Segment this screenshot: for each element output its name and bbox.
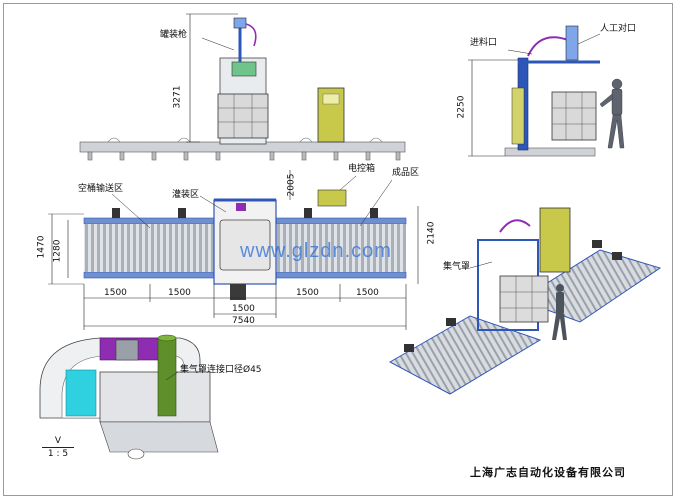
side-inlet-pipe xyxy=(527,36,569,57)
dim-total-width: 2140 xyxy=(426,221,437,245)
dim-side-height: 2250 xyxy=(456,95,467,119)
scale-divider xyxy=(42,447,74,448)
plan-filling-head xyxy=(230,284,246,300)
front-ibc-tank xyxy=(217,93,269,139)
dim-seg5: 1500 xyxy=(356,288,379,298)
detail-gray-block xyxy=(115,339,139,361)
label-inlet: 进料口 xyxy=(470,38,498,48)
iso-purple-pipe xyxy=(499,219,531,233)
leader-filling-area xyxy=(199,195,227,213)
dim-seg-center: 1500 xyxy=(232,304,255,314)
side-ibc-grid xyxy=(552,92,596,140)
front-view xyxy=(79,13,406,161)
leader-empty-conveyor xyxy=(111,193,151,229)
front-control-panel xyxy=(322,93,340,105)
label-filling-area: 灌装区 xyxy=(172,190,200,200)
front-ibc-grid xyxy=(218,94,268,138)
scale-view: V xyxy=(54,436,62,446)
scale-ratio: 1 : 5 xyxy=(47,449,69,459)
dim-hood-height: 2005 xyxy=(286,173,297,197)
detail-outlet xyxy=(127,448,145,460)
operator-figure xyxy=(599,78,625,149)
detail-hood-body xyxy=(99,371,211,423)
plan-control-box xyxy=(317,189,347,207)
iso-motors xyxy=(404,240,622,352)
detail-hood-pipe xyxy=(157,337,177,417)
side-gun-head xyxy=(565,25,579,61)
plan-ibc-top xyxy=(219,219,271,271)
dim-seg4: 1500 xyxy=(296,288,319,298)
detail-cyan-panel xyxy=(65,369,97,417)
front-machine-hood xyxy=(231,61,257,77)
leader-hood-port xyxy=(165,371,179,381)
dim-seg2: 1500 xyxy=(168,288,191,298)
side-ibc-tank xyxy=(551,91,597,141)
iso-operator xyxy=(552,284,567,340)
plan-motors xyxy=(112,208,378,218)
label-manual-align: 人工对口 xyxy=(600,24,637,34)
iso-view xyxy=(388,207,662,395)
iso-ibc-tank xyxy=(499,275,549,323)
dim-left-outer: 1470 xyxy=(36,235,47,259)
filling-gun-arm xyxy=(245,23,257,47)
dim-front-height: 3271 xyxy=(172,85,183,109)
company-name: 上海广志自动化设备有限公司 xyxy=(470,466,626,479)
detail-view xyxy=(39,334,219,460)
plan-view xyxy=(48,170,419,330)
leader-inlet xyxy=(507,49,533,55)
dim-seg1: 1500 xyxy=(104,288,127,298)
label-product-area: 成品区 xyxy=(392,168,420,178)
scale-note: V 1 : 5 xyxy=(38,436,78,459)
plan-hood-purple xyxy=(236,203,246,211)
dim-left-inner: 1280 xyxy=(52,239,63,263)
dim-chain-ticks xyxy=(83,284,407,330)
leader-manual xyxy=(577,33,601,45)
watermark: www.glzdn.com xyxy=(240,240,392,262)
side-view xyxy=(468,25,625,157)
iso-conveyor-left xyxy=(388,315,542,395)
plan-rollers-right xyxy=(276,224,406,272)
leader-control-box xyxy=(339,175,357,191)
label-filling-gun: 罐装枪 xyxy=(160,30,188,40)
side-base xyxy=(504,147,596,157)
filling-gun-head xyxy=(233,17,247,29)
iso-control-cabinet xyxy=(539,207,571,273)
label-gas-hood: 集气罩 xyxy=(443,262,471,272)
front-rail-arcs xyxy=(107,137,383,143)
detail-pipe-top xyxy=(157,334,177,342)
label-control-box: 电控箱 xyxy=(348,164,376,174)
front-control-box xyxy=(317,87,345,143)
front-conveyor-legs xyxy=(87,151,401,161)
dim-total-length: 7540 xyxy=(232,316,255,326)
side-column-panel xyxy=(511,87,525,145)
iso-ibc-grid xyxy=(500,276,548,322)
detail-hood-base xyxy=(99,421,219,453)
label-empty-conveyor: 空桶输送区 xyxy=(78,184,124,194)
label-hood-port: 集气罩连接口径Ø45 xyxy=(180,365,262,375)
leader-product-area xyxy=(359,179,393,227)
leader-gas-hood xyxy=(469,261,493,269)
leader-filling-gun xyxy=(201,37,235,51)
plan-rollers-left xyxy=(84,224,214,272)
